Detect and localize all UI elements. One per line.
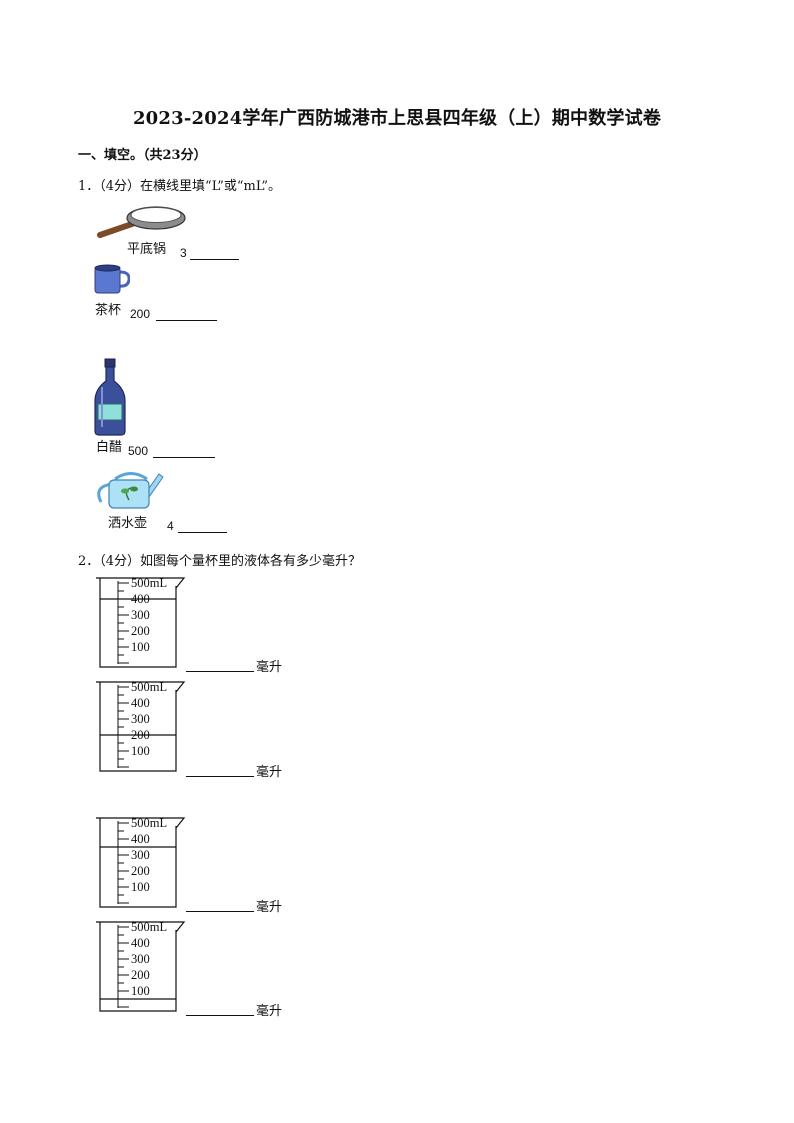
cup-body bbox=[99, 922, 177, 1012]
unit-label: 毫升 bbox=[256, 765, 283, 780]
scale-label: 100 bbox=[131, 744, 150, 758]
watering-can-icon bbox=[97, 472, 164, 509]
cup-body bbox=[99, 682, 177, 772]
cup-rim bbox=[96, 817, 186, 829]
measuring-cup: 500mL 400 300 200 100 bbox=[96, 680, 186, 772]
unit-label: 毫升 bbox=[256, 660, 283, 675]
measuring-cup: 500mL 400 300 200 100 bbox=[96, 816, 186, 908]
answer-blank[interactable] bbox=[190, 258, 239, 260]
item-label: 洒水壶 bbox=[108, 516, 148, 531]
scale-label: 500mL bbox=[131, 816, 167, 830]
page-title: 2023-2024学年广西防城港市上思县四年级（上）期中数学试卷 bbox=[132, 108, 662, 129]
answer-blank[interactable] bbox=[156, 319, 217, 321]
frying-pan-icon bbox=[97, 206, 186, 238]
measuring-cup: 500mL 400 300 200 100 bbox=[96, 576, 186, 668]
cup-body bbox=[99, 818, 177, 908]
item-value: 4 bbox=[167, 519, 174, 533]
scale-label: 200 bbox=[131, 728, 150, 742]
cup-rim bbox=[96, 681, 186, 693]
scale-label: 300 bbox=[131, 848, 150, 862]
scale-label: 400 bbox=[131, 696, 150, 710]
scale-label: 200 bbox=[131, 864, 150, 878]
cup-body bbox=[99, 578, 177, 668]
scale-label: 100 bbox=[131, 640, 150, 654]
item-label: 白醋 bbox=[96, 440, 123, 455]
scale-label: 200 bbox=[131, 968, 150, 982]
unit-label: 毫升 bbox=[256, 1004, 283, 1019]
answer-blank[interactable] bbox=[186, 670, 254, 672]
measuring-cup: 500mL 400 300 200 100 bbox=[96, 920, 186, 1012]
section-heading: 一、填空。（共23分） bbox=[78, 148, 207, 163]
scale-label: 400 bbox=[131, 832, 150, 846]
scale-label: 100 bbox=[131, 880, 150, 894]
cup-rim bbox=[96, 577, 186, 589]
answer-blank[interactable] bbox=[153, 456, 215, 458]
mug-icon bbox=[94, 264, 130, 294]
unit-label: 毫升 bbox=[256, 900, 283, 915]
scale-label: 300 bbox=[131, 712, 150, 726]
scale-label: 500mL bbox=[131, 920, 167, 934]
item-label: 茶杯 bbox=[95, 303, 122, 318]
item-value: 500 bbox=[128, 444, 149, 458]
scale-label: 500mL bbox=[131, 576, 167, 590]
cup-rim bbox=[96, 921, 186, 933]
item-value: 3 bbox=[180, 246, 187, 260]
scale-label: 200 bbox=[131, 624, 150, 638]
question-2-prompt: 2．（4分）如图每个量杯里的液体各有多少毫升？ bbox=[78, 554, 362, 569]
item-label: 平底锅 bbox=[127, 242, 167, 257]
bottle-icon bbox=[94, 358, 126, 436]
scale-label: 400 bbox=[131, 592, 150, 606]
answer-blank[interactable] bbox=[186, 910, 254, 912]
scale-label: 500mL bbox=[131, 680, 167, 694]
scale-label: 400 bbox=[131, 936, 150, 950]
item-value: 200 bbox=[130, 307, 151, 321]
scale-label: 300 bbox=[131, 952, 150, 966]
scale-label: 100 bbox=[131, 984, 150, 998]
answer-blank[interactable] bbox=[186, 1014, 254, 1016]
answer-blank[interactable] bbox=[178, 531, 227, 533]
question-1-prompt: 1．（4分）在横线里填“L”或“mL”。 bbox=[78, 179, 281, 194]
scale-label: 300 bbox=[131, 608, 150, 622]
answer-blank[interactable] bbox=[186, 775, 254, 777]
